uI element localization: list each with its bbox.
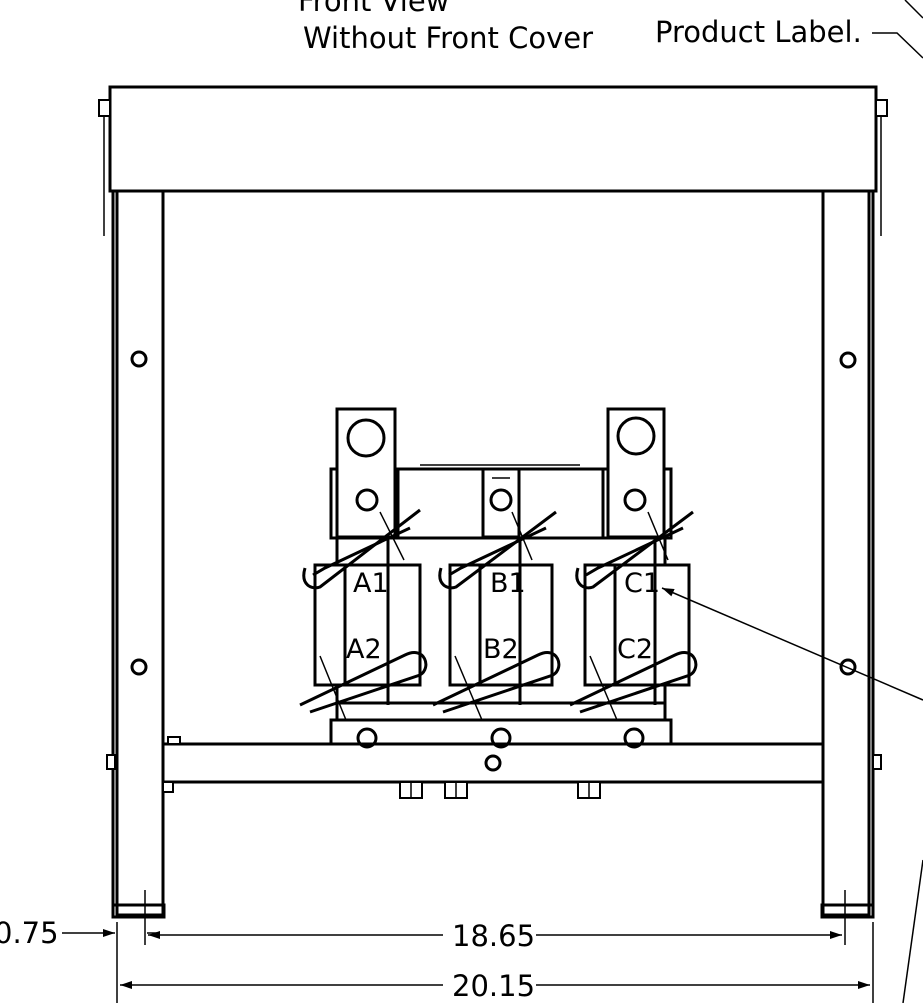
bottom-rail <box>161 736 825 799</box>
product-label-callout: Product Label. <box>655 15 862 49</box>
terminal-a2-label: A2 <box>346 634 382 665</box>
terminal-b1-label: B1 <box>490 568 526 599</box>
c1-leader-line <box>661 587 923 701</box>
left-leg <box>106 189 166 919</box>
dimension-foot-width: 0.75 <box>0 916 160 950</box>
dimension-extensions <box>116 890 874 1003</box>
dimension-inner-width-value: 18.65 <box>452 919 535 953</box>
coil-a: A1 A2 <box>299 508 428 721</box>
terminal-lug-c <box>606 407 666 539</box>
terminal-a1-label: A1 <box>353 568 389 599</box>
right-leg <box>820 189 882 919</box>
product-label-leader <box>872 32 923 59</box>
right-leader-line <box>902 859 923 1003</box>
terminal-c1-label: C1 <box>624 568 660 599</box>
enclosure-top <box>98 85 888 236</box>
terminal-lug-b <box>481 467 521 539</box>
dimension-overall-width-value: 20.15 <box>452 969 535 1003</box>
coil-c: C1 C2 <box>569 510 698 721</box>
view-title-line2: Without Front Cover <box>303 21 593 55</box>
terminal-b2-label: B2 <box>483 634 519 665</box>
terminal-lug-a <box>335 407 397 539</box>
coil-b: B1 B2 <box>432 510 561 721</box>
terminal-c2-label: C2 <box>617 634 653 665</box>
dimension-foot-width-value: 0.75 <box>0 916 59 950</box>
dimension-inner-width: 18.65 <box>148 919 842 953</box>
view-title-line1: Front View <box>298 0 449 18</box>
product-label-leader-2 <box>904 0 923 19</box>
dimension-overall-width: 20.15 <box>120 969 870 1003</box>
